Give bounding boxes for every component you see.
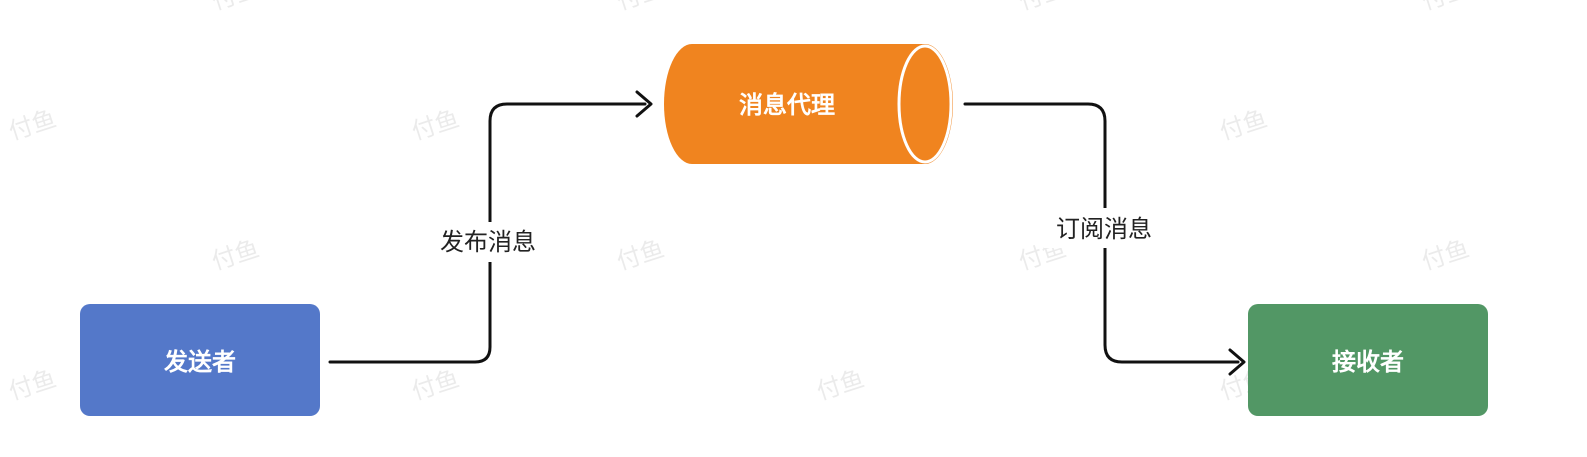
watermark-text: 付鱼 [1418,0,1472,16]
watermark-text: 付鱼 [1216,104,1270,145]
edge-subscribe: 订阅消息 [963,102,1246,376]
subscribe-label-bg [1044,208,1164,248]
watermark-text: 付鱼 [5,364,59,405]
publish-label-bg [428,222,548,262]
watermark-text: 付鱼 [208,0,262,16]
subscribe-label: 订阅消息 [1056,215,1152,243]
watermark-text: 付鱼 [1418,234,1472,275]
watermark-text: 付鱼 [5,104,59,145]
watermark-text: 付鱼 [208,234,262,275]
watermark-text: 付鱼 [613,234,667,275]
publish-arrowhead [635,90,653,118]
node-broker[interactable]: 消息代理 [664,44,953,164]
node-sender[interactable]: 发送者 [80,304,320,416]
subscribe-arrowhead [1228,348,1246,376]
watermark-text: 付鱼 [813,364,867,405]
edge-publish: 发布消息 [328,90,653,364]
watermark-text: 付鱼 [408,364,462,405]
broker-cylinder-end [897,44,953,164]
publish-label: 发布消息 [440,228,536,256]
receiver-label: 接收者 [1332,348,1404,376]
broker-label: 消息代理 [739,91,835,119]
sender-box [80,304,320,416]
watermark-text: 付鱼 [408,104,462,145]
watermark-text: 付鱼 [613,0,667,16]
broker-cylinder-body [664,44,953,164]
sender-label: 发送者 [163,348,236,376]
receiver-box [1248,304,1488,416]
watermark-text: 付鱼 [1015,0,1069,16]
node-receiver[interactable]: 接收者 [1248,304,1488,416]
